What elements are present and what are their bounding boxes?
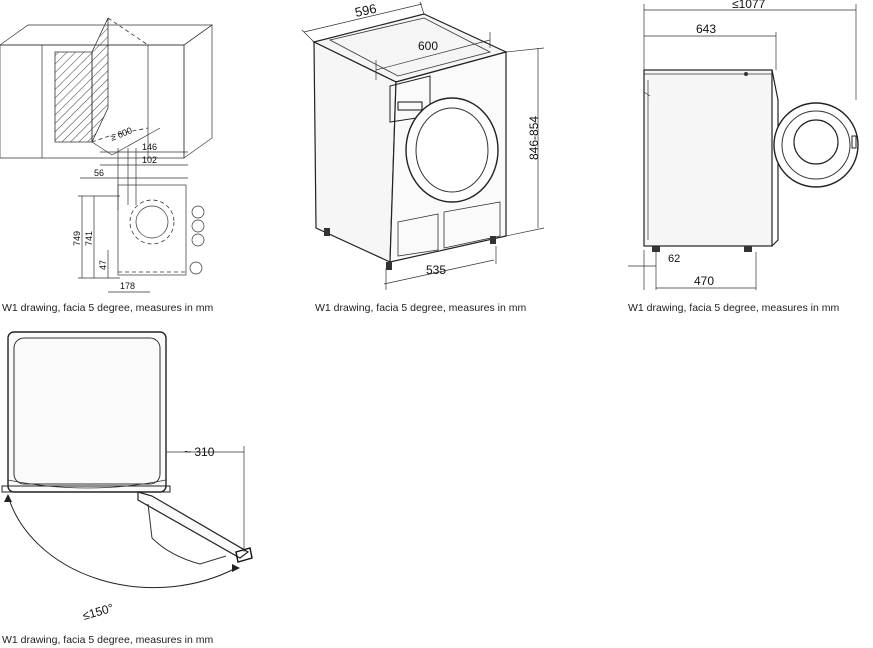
dim-741: 741 bbox=[84, 231, 94, 246]
front-perspective-drawing: 596 600 846-854 535 bbox=[301, 1, 545, 290]
caption-side-view: W1 drawing, facia 5 degree, measures in … bbox=[628, 302, 840, 314]
dim-643: 643 bbox=[696, 22, 716, 36]
dim-749: 749 bbox=[72, 231, 82, 246]
dim-146: 146 bbox=[142, 142, 157, 152]
dim-102: 102 bbox=[142, 155, 157, 165]
machine-top-outline bbox=[7, 331, 167, 493]
display-icon bbox=[397, 101, 423, 111]
dim-470: 470 bbox=[694, 274, 714, 288]
top-view-panel: ~ 310 ≤150° bbox=[0, 320, 270, 630]
drain-icon bbox=[189, 261, 203, 275]
dim-height: 846-854 bbox=[527, 116, 541, 160]
open-door bbox=[773, 102, 859, 188]
installation-plan-drawing: ≥ 600 146 102 56 749 741 47 178 bbox=[0, 17, 214, 293]
dim-niche-width: ≥ 600 bbox=[109, 125, 134, 143]
caption-front-perspective: W1 drawing, facia 5 degree, measures in … bbox=[315, 302, 527, 314]
dim-150-degree: ≤150° bbox=[81, 601, 115, 623]
side-view-drawing: ≤1077 643 62 470 bbox=[628, 0, 859, 290]
dim-596: 596 bbox=[354, 1, 378, 20]
machine-body bbox=[643, 69, 773, 247]
machine-outline bbox=[117, 184, 187, 276]
dim-47: 47 bbox=[98, 260, 108, 270]
front-perspective-panel: 596 600 846-854 535 bbox=[300, 0, 570, 300]
drum-circle bbox=[129, 199, 175, 245]
dim-56: 56 bbox=[94, 168, 104, 178]
side-view-panel: ≤1077 643 62 470 bbox=[620, 0, 873, 300]
door-open bbox=[137, 491, 250, 559]
caption-top-view: W1 drawing, facia 5 degree, measures in … bbox=[2, 634, 214, 646]
niche-hatch bbox=[54, 51, 93, 143]
dim-178: 178 bbox=[120, 281, 135, 291]
dim-535: 535 bbox=[426, 263, 446, 277]
caption-installation-plan: W1 drawing, facia 5 degree, measures in … bbox=[2, 302, 214, 314]
dim-62: 62 bbox=[668, 253, 680, 265]
installation-plan-panel: ≥ 600 146 102 56 749 741 47 178 bbox=[0, 0, 230, 300]
top-view-drawing: ~ 310 ≤150° bbox=[1, 331, 253, 623]
dim-600: 600 bbox=[418, 39, 438, 53]
tap-icon bbox=[191, 205, 205, 219]
dim-310: ~ 310 bbox=[184, 445, 215, 459]
dim-1077: ≤1077 bbox=[732, 0, 766, 11]
